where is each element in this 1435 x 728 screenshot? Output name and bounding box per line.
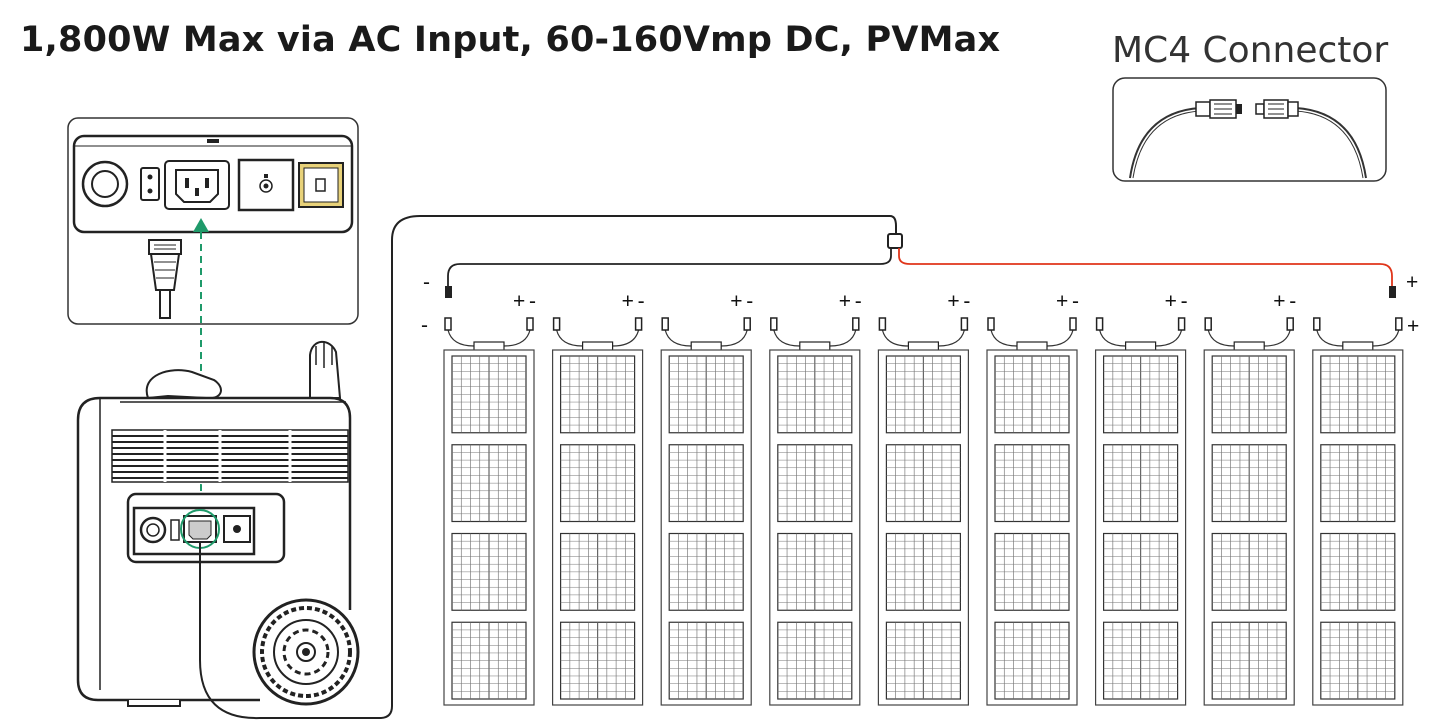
harness-positive-label: + bbox=[1406, 271, 1418, 294]
joint-plus-label-6: + bbox=[1056, 290, 1068, 313]
joint-plus-label-1: + bbox=[513, 290, 525, 313]
joint-minus-label-7: - bbox=[1181, 290, 1188, 313]
joint-minus-label-1: - bbox=[529, 290, 536, 313]
solar-panel-8 bbox=[1203, 317, 1295, 706]
joint-minus-label-5: - bbox=[963, 290, 970, 313]
solar-panel-9 bbox=[1312, 317, 1404, 706]
solar-panel-3 bbox=[660, 317, 752, 706]
joint-plus-label-5: + bbox=[947, 290, 959, 313]
series-joint-labels: +-+-+-+-+-+-+-+- bbox=[513, 290, 1296, 313]
mc4-male-connector-icon bbox=[1195, 99, 1242, 119]
joint-minus-label-6: - bbox=[1072, 290, 1079, 313]
joint-minus-label-8: - bbox=[1289, 290, 1296, 313]
joint-minus-label-2: - bbox=[638, 290, 645, 313]
grounding-port-icon bbox=[237, 158, 295, 212]
string-positive-label: + bbox=[1407, 315, 1419, 338]
string-negative-label: - bbox=[421, 314, 428, 337]
joint-plus-label-8: + bbox=[1273, 290, 1285, 313]
power-station-icon bbox=[76, 215, 897, 720]
joint-plus-label-3: + bbox=[730, 290, 742, 313]
solar-panel-6 bbox=[986, 317, 1078, 706]
solar-panel-4 bbox=[769, 317, 861, 706]
solar-panel-1 bbox=[443, 317, 535, 706]
joint-plus-label-2: + bbox=[622, 290, 634, 313]
wheel-icon bbox=[252, 598, 360, 706]
mc4-female-connector-icon bbox=[1255, 99, 1299, 119]
solar-panel-5 bbox=[877, 317, 970, 706]
breaker-switch-icon bbox=[140, 167, 160, 201]
joint-minus-label-4: - bbox=[855, 290, 862, 313]
rear-panel-inset bbox=[67, 117, 359, 325]
harness-negative-label: - bbox=[423, 271, 430, 294]
diagram-title: 1,800W Max via AC Input, 60-160Vmp DC, P… bbox=[20, 20, 1001, 60]
joint-minus-label-3: - bbox=[746, 290, 753, 313]
joint-plus-label-4: + bbox=[839, 290, 851, 313]
dc-input-port-icon bbox=[81, 160, 129, 208]
mc4-connector-label: MC4 Connector bbox=[1112, 30, 1389, 71]
solar-panel-7 bbox=[1094, 317, 1187, 706]
ac-plug-icon bbox=[148, 239, 182, 319]
expansion-port-icon bbox=[298, 162, 344, 208]
mc4-connector-inset bbox=[1112, 77, 1387, 182]
solar-panel-array bbox=[443, 317, 1404, 706]
vent-grille bbox=[111, 429, 349, 483]
harness-wires bbox=[445, 233, 1396, 298]
joint-plus-label-7: + bbox=[1165, 290, 1177, 313]
solar-panel-2 bbox=[551, 317, 644, 706]
ac-input-socket-icon bbox=[164, 160, 230, 210]
body-port-panel bbox=[126, 492, 286, 564]
